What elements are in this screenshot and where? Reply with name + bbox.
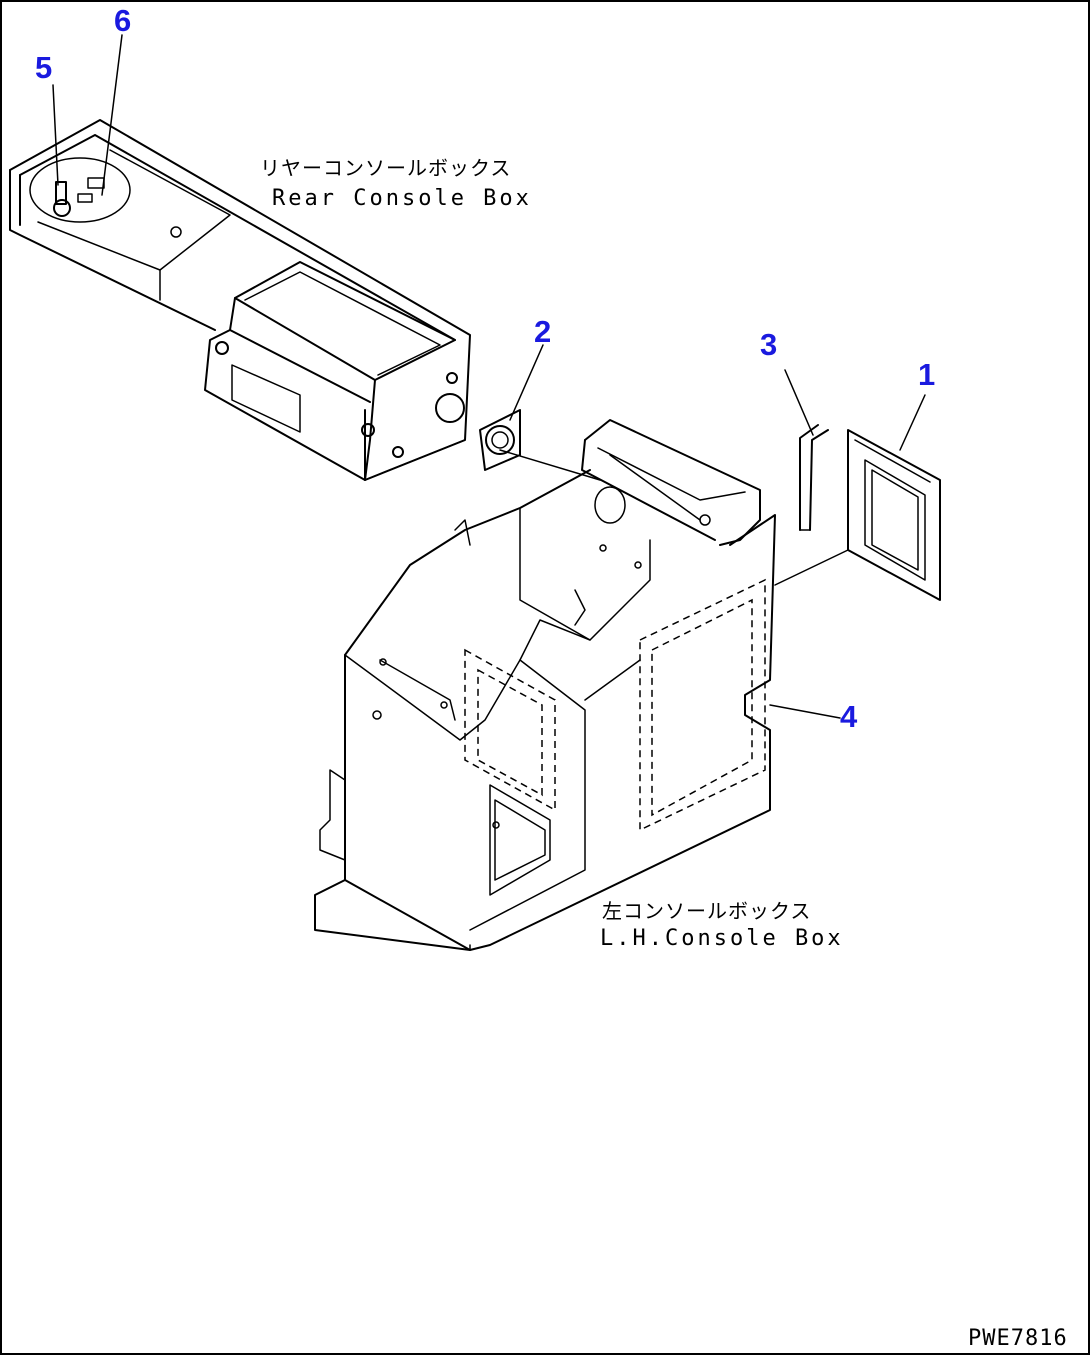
part-2-grommet [479,409,521,471]
callout-numbers: 1 2 3 4 5 6 [35,3,935,734]
rear-console-box-drawing [9,119,471,481]
lh-console-box-drawing [314,419,776,951]
rear-console-label-en: Rear Console Box [272,186,532,211]
part-1-panel [847,429,941,601]
callout-1: 1 [918,357,935,392]
part-3-strip [799,424,829,531]
callout-2: 2 [534,314,551,349]
drawing-code: PWE7816 [968,1326,1068,1351]
lh-console-label-jp: 左コンソールボックス [602,899,811,923]
callout-6: 6 [114,3,131,38]
callout-5: 5 [35,50,52,85]
rear-console-label-jp: リヤーコンソールボックス [260,156,511,180]
leader-lines [52,34,926,719]
callout-3: 3 [760,327,777,362]
lh-console-label-en: L.H.Console Box [600,926,844,951]
callout-4: 4 [840,699,858,734]
